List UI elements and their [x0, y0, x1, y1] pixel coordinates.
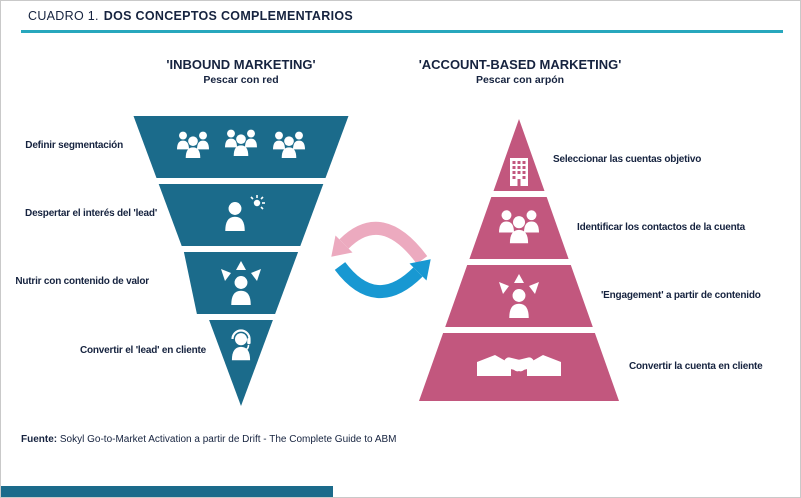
funnel-segment-4: [209, 320, 273, 406]
inbound-subtitle: Pescar con red: [203, 74, 279, 86]
inbound-step-3-label: Nutrir con contenido de valor: [15, 276, 149, 287]
abm-step-3-label: 'Engagement' a partir de contenido: [601, 290, 761, 301]
abm-title: 'ACCOUNT-BASED MARKETING': [418, 57, 622, 72]
inbound-title: 'INBOUND MARKETING': [166, 57, 316, 72]
source-note: Fuente: Sokyl Go-to-Market Activation a …: [21, 434, 397, 445]
abm-step-4-label: Convertir la cuenta en cliente: [629, 361, 763, 372]
source-text: Sokyl Go-to-Market Activation a partir d…: [59, 434, 397, 445]
figure-title: DOS CONCEPTOS COMPLEMENTARIOS: [103, 9, 354, 23]
inbound-step-4-label: Convertir el 'lead' en cliente: [79, 345, 206, 356]
cycle-arrow-pink: [331, 221, 428, 264]
cycle-arrow-blue: [334, 259, 431, 299]
support-agent-icon: [231, 329, 251, 361]
inbound-step-2-label: Despertar el interés del 'lead': [25, 208, 157, 219]
title-underline: [21, 30, 783, 33]
abm-pyramid: [419, 119, 619, 401]
figure-header: CUADRO 1. DOS CONCEPTOS COMPLEMENTARIOS: [28, 9, 353, 23]
lead-idea-icon: [225, 195, 265, 231]
abm-subtitle: Pescar con arpón: [475, 74, 565, 86]
pyramid-segment-1: [493, 119, 545, 191]
source-label: Fuente:: [21, 434, 58, 445]
funnel-segment-2: [158, 184, 324, 246]
inbound-funnel-segments: [133, 116, 349, 406]
inbound-funnel: [133, 116, 349, 406]
inbound-step-1-label: Definir segmentación: [25, 140, 123, 151]
figure-number: CUADRO 1.: [28, 9, 99, 23]
cycle-arrows: [331, 221, 431, 299]
handshake-icon: [477, 355, 561, 376]
building-icon: [510, 158, 528, 186]
footer-bar: [1, 486, 333, 497]
abm-step-1-label: Seleccionar las cuentas objetivo: [553, 154, 702, 165]
abm-step-2-label: Identificar los contactos de la cuenta: [577, 222, 746, 233]
